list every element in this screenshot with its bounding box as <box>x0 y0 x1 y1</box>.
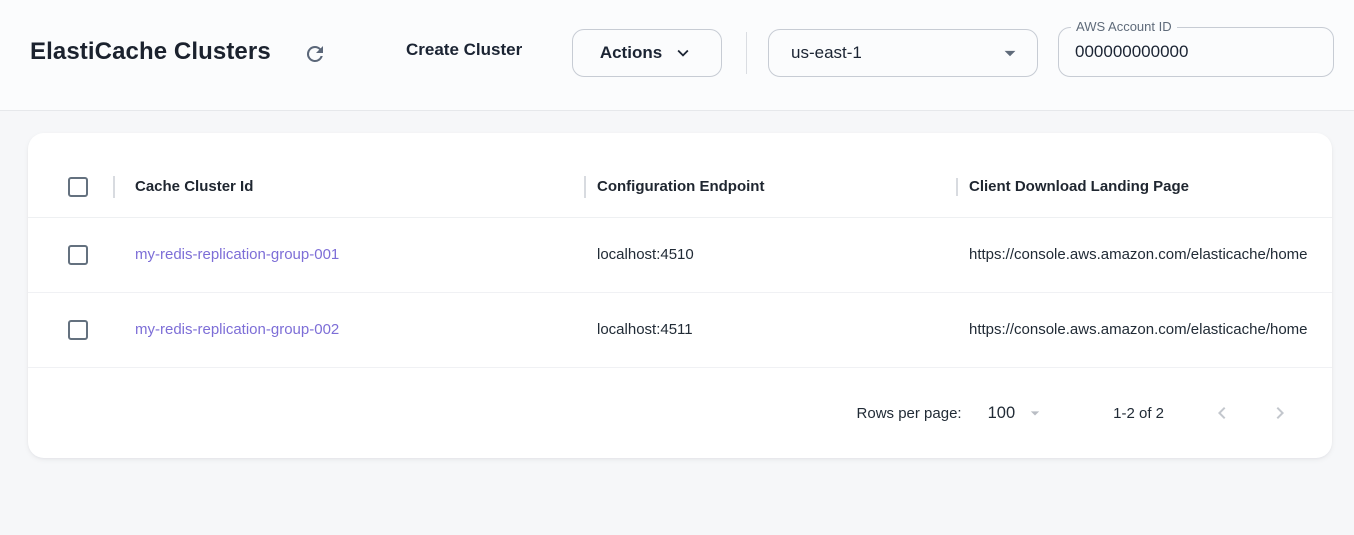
cell-client-download-landing-page: https://console.aws.amazon.com/elasticac… <box>956 246 1332 264</box>
rows-per-page-label: Rows per page: <box>856 404 962 422</box>
chevron-left-icon <box>1210 401 1234 425</box>
cluster-link[interactable]: my-redis-replication-group-002 <box>135 321 340 338</box>
cluster-link[interactable]: my-redis-replication-group-001 <box>135 246 340 263</box>
landing-page-url: https://console.aws.amazon.com/elasticac… <box>969 321 1308 338</box>
column-header-label: Client Download Landing Page <box>969 178 1190 195</box>
previous-page-button[interactable] <box>1202 393 1242 433</box>
header-cell-cache-cluster-id: Cache Cluster Id <box>113 178 584 196</box>
row-checkbox[interactable] <box>68 245 88 265</box>
cell-configuration-endpoint: localhost:4511 <box>584 321 956 339</box>
refresh-icon <box>303 42 327 66</box>
column-header-label: Cache Cluster Id <box>135 178 254 195</box>
actions-button[interactable]: Actions <box>572 29 722 77</box>
table-row: my-redis-replication-group-001 localhost… <box>28 218 1332 293</box>
row-checkbox-cell <box>28 320 113 340</box>
row-checkbox[interactable] <box>68 320 88 340</box>
region-select-value: us-east-1 <box>791 43 862 62</box>
next-page-button[interactable] <box>1260 393 1300 433</box>
endpoint-value: localhost:4510 <box>597 246 694 263</box>
header-checkbox-cell <box>28 177 113 197</box>
aws-account-id-label: AWS Account ID <box>1071 19 1177 34</box>
dropdown-arrow-icon <box>997 40 1023 66</box>
column-header-label: Configuration Endpoint <box>597 178 765 195</box>
cell-client-download-landing-page: https://console.aws.amazon.com/elasticac… <box>956 321 1332 339</box>
aws-account-id-input[interactable] <box>1059 28 1333 76</box>
refresh-button[interactable] <box>301 40 329 68</box>
landing-page-url: https://console.aws.amazon.com/elasticac… <box>969 246 1308 263</box>
select-all-checkbox[interactable] <box>68 177 88 197</box>
chevron-right-icon <box>1268 401 1292 425</box>
cell-cache-cluster-id: my-redis-replication-group-002 <box>113 321 584 339</box>
rows-per-page-select[interactable]: 100 <box>988 403 1046 423</box>
table-pagination: Rows per page: 100 1-2 of 2 <box>28 368 1332 458</box>
header-cell-configuration-endpoint: Configuration Endpoint <box>584 178 956 196</box>
table-row: my-redis-replication-group-002 localhost… <box>28 293 1332 368</box>
page-title: ElastiCache Clusters <box>30 38 271 65</box>
region-select[interactable]: us-east-1 <box>768 29 1038 77</box>
pagination-range-label: 1-2 of 2 <box>1113 404 1164 422</box>
cell-cache-cluster-id: my-redis-replication-group-001 <box>113 246 584 264</box>
clusters-table-card: Cache Cluster Id Configuration Endpoint … <box>28 133 1332 458</box>
create-cluster-button[interactable]: Create Cluster <box>406 40 523 59</box>
row-checkbox-cell <box>28 245 113 265</box>
cell-configuration-endpoint: localhost:4510 <box>584 246 956 264</box>
actions-button-label: Actions <box>599 43 663 62</box>
toolbar-divider <box>746 32 747 74</box>
aws-account-id-field: AWS Account ID <box>1058 19 1334 77</box>
table-header-row: Cache Cluster Id Configuration Endpoint … <box>28 133 1332 218</box>
endpoint-value: localhost:4511 <box>597 321 693 338</box>
chevron-down-icon <box>672 42 694 64</box>
top-bar: ElastiCache Clusters Create Cluster Acti… <box>0 0 1354 111</box>
header-cell-client-download-landing-page: Client Download Landing Page <box>956 178 1332 196</box>
rows-per-page-value: 100 <box>987 403 1016 422</box>
dropdown-arrow-icon <box>1025 403 1045 423</box>
